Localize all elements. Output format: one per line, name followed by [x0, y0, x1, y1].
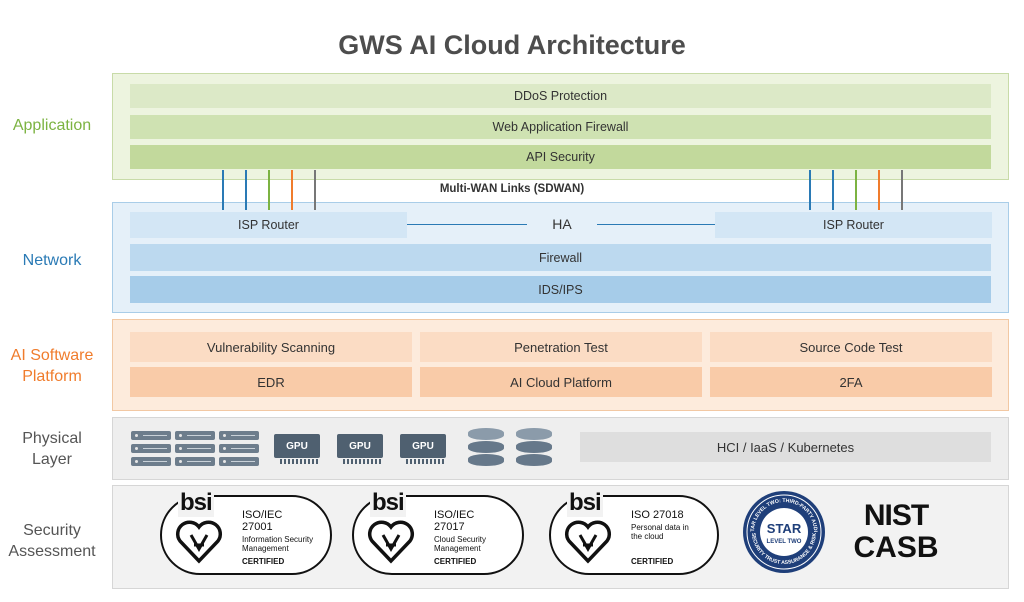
source-code-test-box: Source Code Test [710, 332, 992, 362]
layer-label-application: Application [12, 117, 92, 134]
cert-standard: ISO/IEC 27017 [434, 509, 475, 533]
vulnerability-scanning-box: Vulnerability Scanning [130, 332, 412, 362]
layer-label-security-assessment: Security Assessment [8, 522, 96, 560]
2fa-box: 2FA [710, 367, 992, 397]
bsi-logo-text: bsi [567, 489, 603, 517]
gpu-card-icon: GPU [400, 434, 448, 464]
cert-standard: ISO 27018 [631, 509, 684, 521]
wan-link-line [268, 170, 270, 210]
csa-star-level-two-seal: STAR LEVEL TWO: THIRD-PARTY AUDIT SECURI… [742, 490, 825, 573]
server-rack-group [131, 431, 259, 466]
api-security-box: API Security [130, 145, 991, 169]
layer-label-ai-software-platform: AI Software Platform [10, 347, 94, 385]
bsi-kitemark-icon [175, 520, 223, 564]
star-text: STAR [767, 521, 802, 536]
database-icon [468, 428, 504, 466]
nist-casb-logo: NIST CASB [842, 500, 950, 564]
penetration-test-box: Penetration Test [420, 332, 702, 362]
wan-link-line [314, 170, 316, 210]
server-rack-icon [131, 431, 171, 466]
hci-iaas-kubernetes-box: HCI / IaaS / Kubernetes [580, 432, 991, 462]
wan-link-line [855, 170, 857, 210]
database-icon [516, 428, 552, 466]
page-title: GWS AI Cloud Architecture [338, 30, 686, 60]
gpu-label: GPU [400, 434, 446, 458]
cert-description: Personal data in the cloud [631, 523, 689, 541]
layer-label-physical: Physical Layer [22, 430, 82, 468]
casb-text: CASB [853, 531, 939, 564]
gpu-label: GPU [274, 434, 320, 458]
wan-link-line [245, 170, 247, 210]
cert-certified: CERTIFIED [631, 557, 674, 566]
ha-label: HA [552, 216, 572, 232]
ddos-protection-box: DDoS Protection [130, 84, 991, 108]
wan-link-line [291, 170, 293, 210]
cert-certified: CERTIFIED [242, 557, 285, 566]
cert-certified: CERTIFIED [434, 557, 477, 566]
wan-link-line [222, 170, 224, 210]
bsi-iso-27017-badge: bsi ISO/IEC 27017 Cloud Security Managem… [352, 489, 524, 577]
cert-description: Cloud Security Management [434, 535, 487, 553]
isp-router-right: ISP Router [715, 212, 992, 238]
bsi-iso-27001-badge: bsi ISO/IEC 27001 Information Security M… [160, 489, 332, 577]
layer-label-network: Network [22, 252, 82, 269]
ha-connector-left [407, 224, 527, 225]
cert-description: Information Security Management [242, 535, 314, 553]
waf-box: Web Application Firewall [130, 115, 991, 139]
nist-text: NIST [863, 499, 929, 532]
gpu-card-icon: GPU [274, 434, 322, 464]
cert-standard: ISO/IEC 27001 [242, 509, 283, 533]
ai-cloud-platform-box: AI Cloud Platform [420, 367, 702, 397]
bsi-kitemark-icon [564, 520, 612, 564]
firewall-box: Firewall [130, 244, 991, 271]
gpu-card-icon: GPU [337, 434, 385, 464]
ha-connector-right [597, 224, 715, 225]
bsi-kitemark-icon [367, 520, 415, 564]
server-rack-icon [175, 431, 215, 466]
edr-box: EDR [130, 367, 412, 397]
multi-wan-label: Multi-WAN Links (SDWAN) [439, 183, 585, 195]
bsi-logo-text: bsi [178, 489, 214, 517]
server-rack-icon [219, 431, 259, 466]
wan-link-line [832, 170, 834, 210]
wan-link-line [878, 170, 880, 210]
gpu-label: GPU [337, 434, 383, 458]
isp-router-left: ISP Router [130, 212, 407, 238]
bsi-iso-27018-badge: bsi ISO 27018 Personal data in the cloud… [549, 489, 719, 577]
star-level-text: LEVEL TWO [767, 539, 802, 545]
ids-ips-box: IDS/IPS [130, 276, 991, 303]
wan-link-line [901, 170, 903, 210]
wan-link-line [809, 170, 811, 210]
bsi-logo-text: bsi [370, 489, 406, 517]
